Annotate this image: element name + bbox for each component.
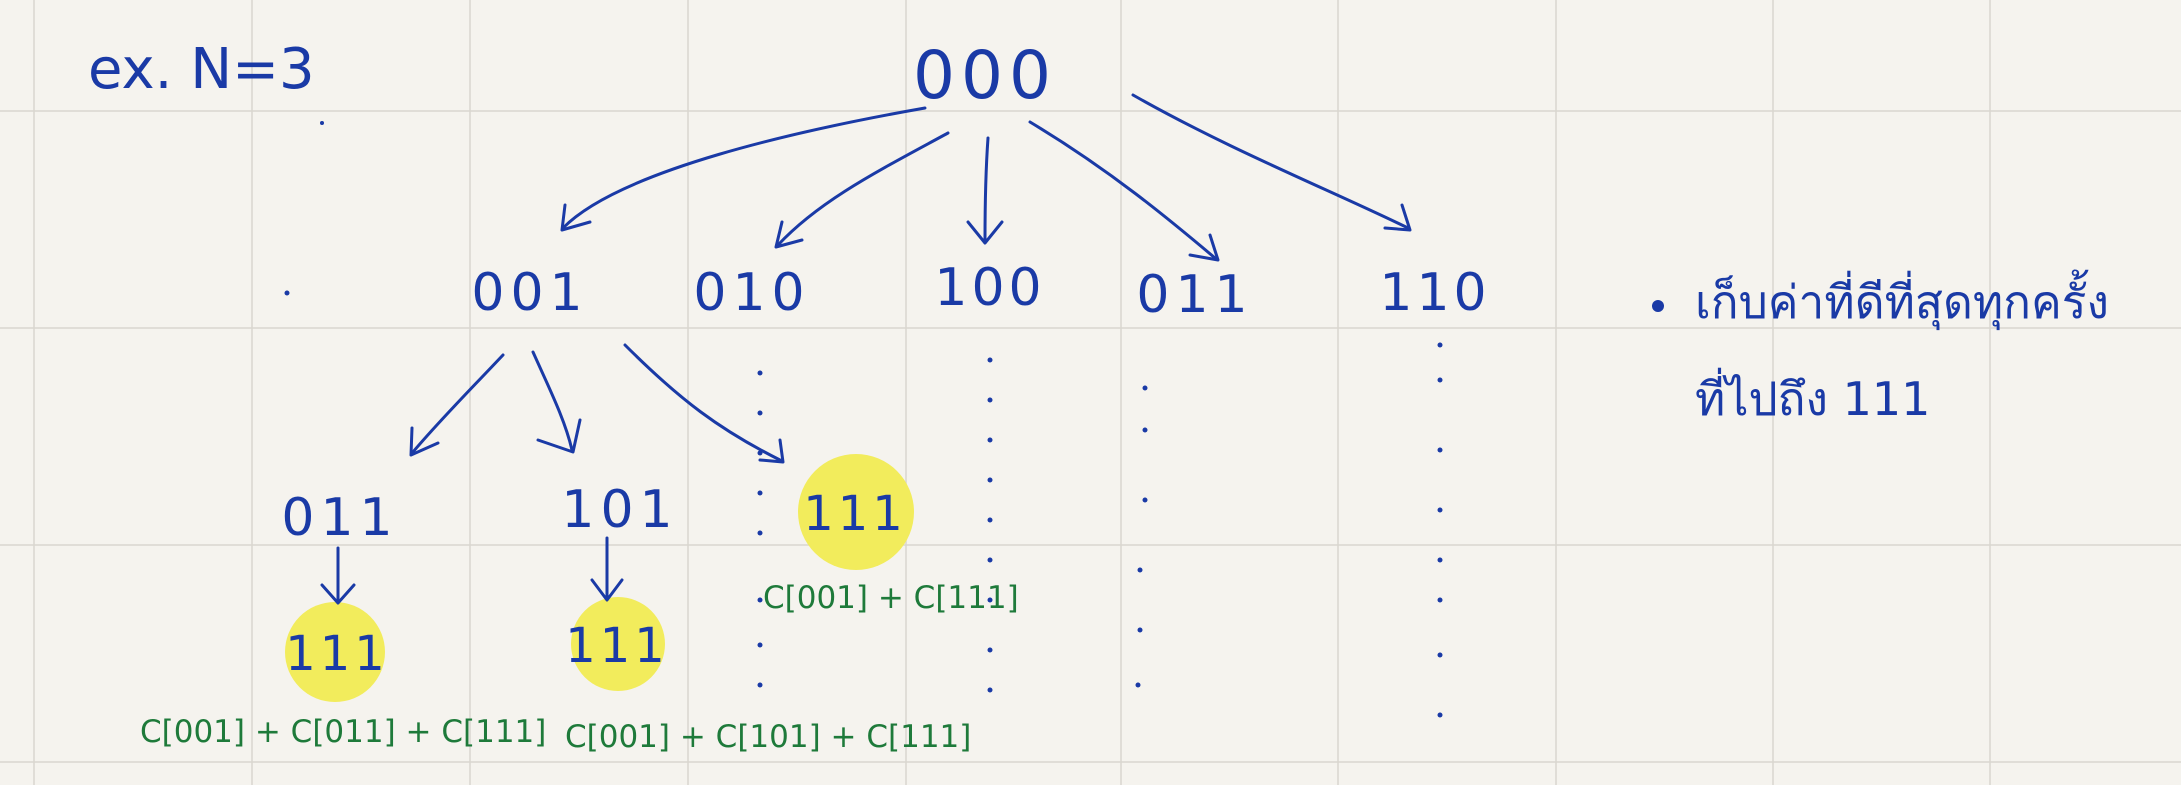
edge-000-100-head: [966, 220, 1004, 245]
edge-000-100: [983, 136, 990, 242]
level1-node-110: 110: [1379, 263, 1490, 323]
edge-101-111-head: [590, 578, 624, 602]
level1-node-001: 001: [471, 263, 588, 323]
dotted-continuations: [284, 121, 1664, 718]
highlight-leaf-1: [285, 602, 385, 702]
edge-000-011: [1028, 120, 1217, 260]
level1-node-100: 100: [934, 258, 1045, 318]
leaf-cost-2: C[001] + C[101] + C[111]: [565, 719, 971, 755]
level1-node-010: 010: [693, 263, 810, 323]
level1-node-011: 011: [1136, 265, 1253, 325]
edge-011-111-head: [320, 583, 356, 605]
edge-000-110-head: [1383, 203, 1412, 232]
example-label: ex. N=3: [88, 37, 315, 102]
root-node: 000: [913, 37, 1057, 114]
edge-001-101-head: [536, 418, 582, 454]
edge-001-011-head: [409, 426, 440, 457]
leaf-cost-1: C[001] + C[011] + C[111]: [140, 714, 546, 750]
edge-000-001-head: [560, 203, 592, 232]
level2-node-011: 011: [281, 488, 398, 548]
edge-000-010-head: [774, 220, 804, 249]
edge-001-111: [623, 343, 782, 462]
leaf-cost-3: C[001] + C[111]: [763, 580, 1019, 616]
highlights: [285, 454, 914, 702]
note-line-2: ที่ไปถึง 111: [1695, 367, 1930, 426]
leaf-node-2: 111: [565, 618, 669, 674]
highlight-leaf-2: [571, 597, 665, 691]
edge-000-011-head: [1188, 233, 1220, 262]
edge-001-011: [411, 353, 505, 454]
edge-001-101: [531, 350, 574, 452]
leaf-node-3: 111: [803, 486, 907, 542]
note-line-1: เก็บค่าที่ดีที่สุดทุกครั้ง: [1695, 269, 2109, 331]
edge-001-111-head: [758, 438, 785, 464]
leaf-node-1: 111: [285, 626, 389, 682]
tree-edges: [320, 93, 1412, 605]
level2-node-101: 101: [561, 480, 678, 540]
edge-000-001: [561, 106, 927, 230]
highlight-leaf-3: [798, 454, 914, 570]
edge-000-010: [776, 131, 950, 247]
edge-000-110: [1131, 93, 1410, 230]
